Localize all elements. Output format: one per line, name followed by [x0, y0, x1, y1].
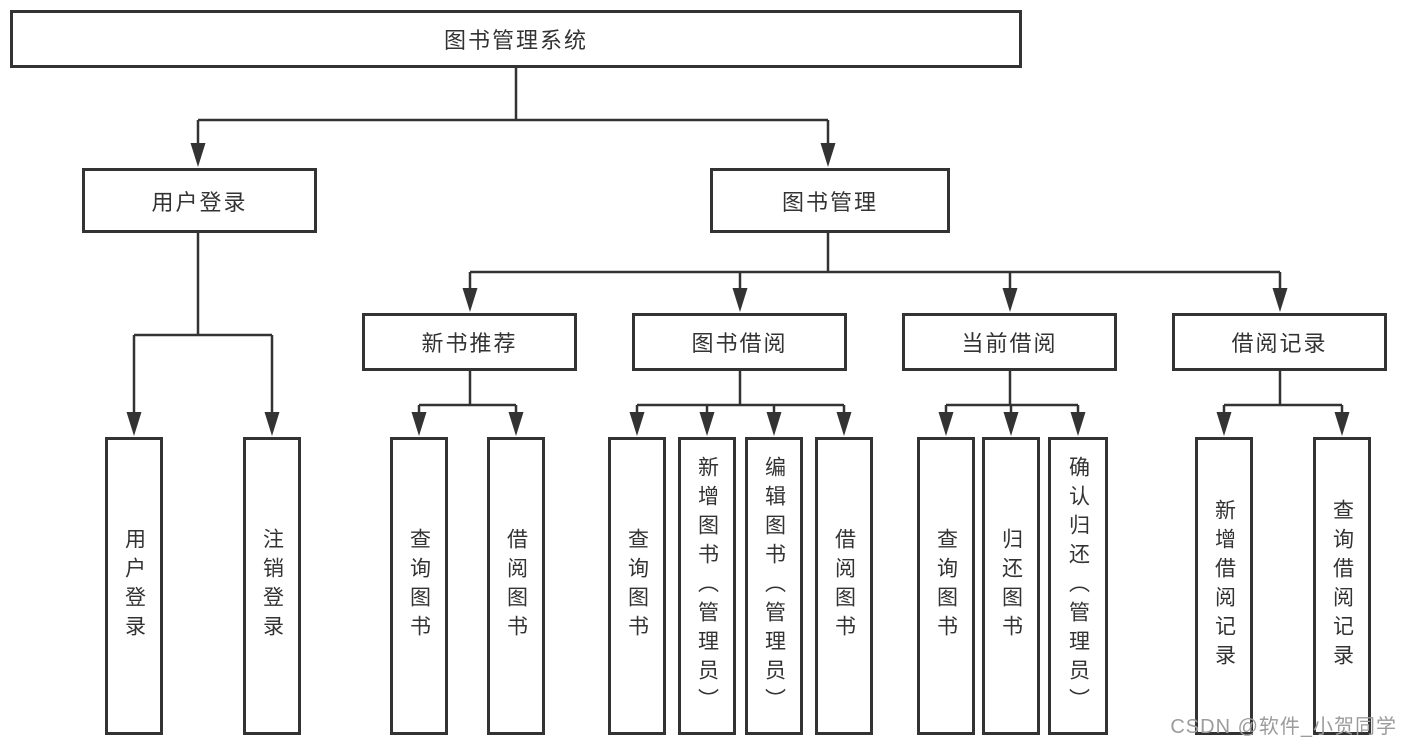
leaf-user-login: 用户登录: [105, 437, 163, 735]
csdn-watermark: CSDN @软件_小贺同学: [1170, 716, 1397, 738]
node-book-management: 图书管理: [710, 168, 950, 233]
leaf-query-books-current: 查询图书: [917, 437, 975, 735]
leaf-return-books: 归还图书: [982, 437, 1040, 735]
leaf-borrow-books-recommend: 借阅图书: [487, 437, 545, 735]
leaf-borrow-books: 借阅图书: [815, 437, 873, 735]
node-user-login: 用户登录: [82, 168, 317, 233]
node-new-book-recommend: 新书推荐: [362, 313, 577, 371]
node-borrow-records: 借阅记录: [1172, 313, 1387, 371]
leaf-confirm-return-admin: 确认归还（管理员）: [1048, 437, 1108, 735]
node-root-system: 图书管理系统: [10, 10, 1022, 68]
leaf-query-books-borrow: 查询图书: [608, 437, 666, 735]
connector-lines: [132, 68, 1344, 422]
node-current-borrow: 当前借阅: [902, 313, 1117, 371]
leaf-add-borrow-record: 新增借阅记录: [1195, 437, 1253, 735]
node-book-borrow: 图书借阅: [632, 313, 847, 371]
leaf-edit-books-admin: 编辑图书（管理员）: [745, 437, 803, 735]
connector-arrowheads: [126, 143, 1350, 436]
leaf-query-books-recommend: 查询图书: [390, 437, 448, 735]
leaf-add-books-admin: 新增图书（管理员）: [678, 437, 736, 735]
leaf-logout: 注销登录: [243, 437, 301, 735]
leaf-query-borrow-record: 查询借阅记录: [1313, 437, 1371, 735]
